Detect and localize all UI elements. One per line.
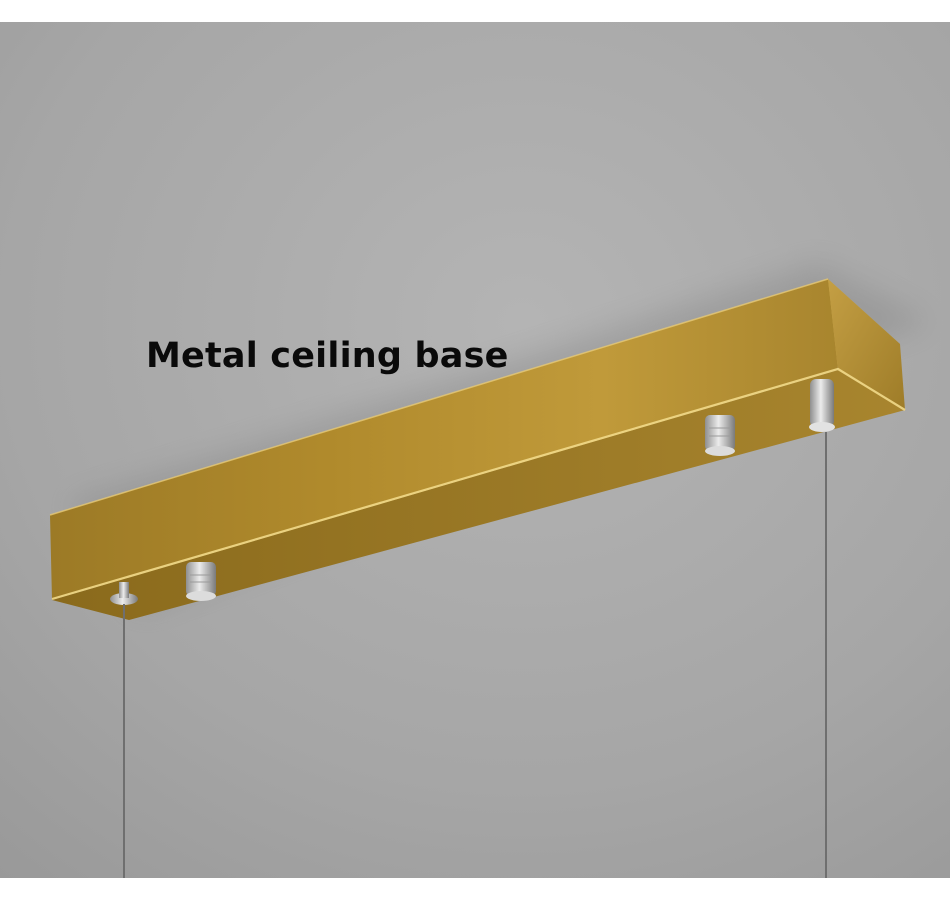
product-photo [0, 22, 950, 878]
screw-cap-left [186, 562, 216, 601]
ceiling-base-illustration [0, 22, 950, 878]
caption-label: Metal ceiling base [146, 336, 509, 376]
screw-cap-right [705, 415, 735, 456]
cable-gripper-left [110, 582, 138, 878]
cable-gripper-right [809, 379, 835, 878]
